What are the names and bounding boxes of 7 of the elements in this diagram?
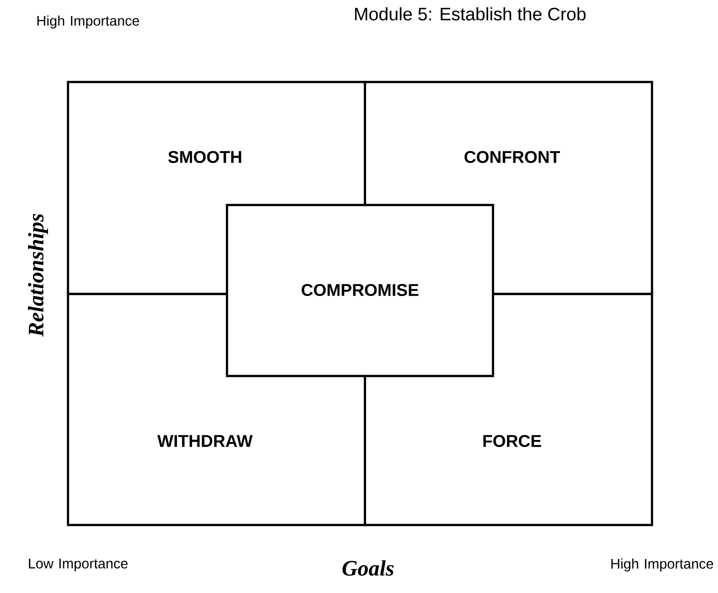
axis-end-label: High Importance [611, 558, 714, 572]
center-box: COMPROMISE [226, 204, 494, 378]
axis-end-label: High Importance [37, 15, 140, 28]
axis-end-label: Low Importance [28, 558, 128, 572]
axis-label: Goals [342, 560, 394, 576]
axis-label: Relationships [28, 214, 48, 337]
title: Module 5: Establish the Crob [355, 7, 586, 20]
